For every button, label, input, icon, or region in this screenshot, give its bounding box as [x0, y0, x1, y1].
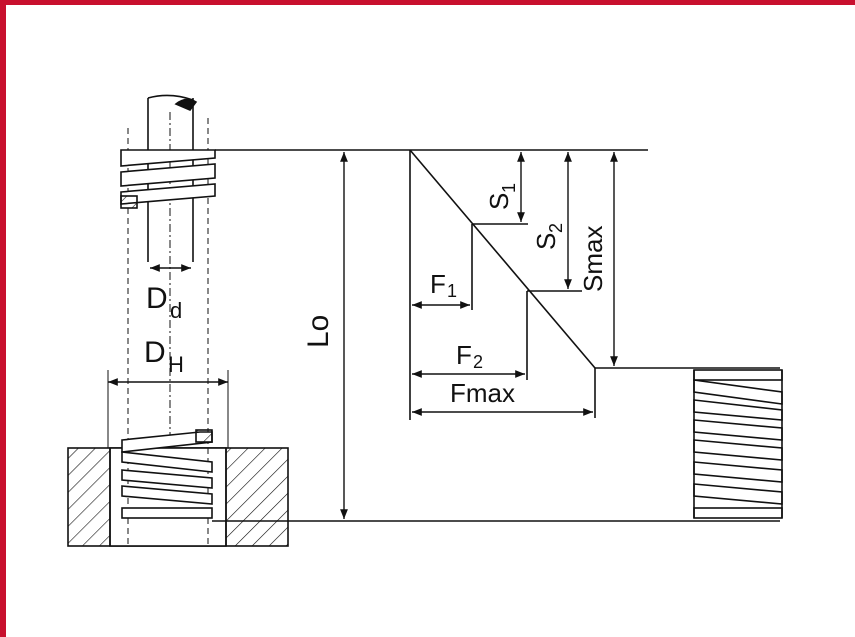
- spring-bottom-coil: [693, 507, 783, 519]
- spring-coil-6: [693, 483, 783, 505]
- lower-coil-wire-3: [121, 485, 213, 505]
- spring-coil-3: [693, 419, 783, 441]
- f1-label-main: F: [430, 269, 446, 299]
- rod-break-mark: [174, 98, 198, 111]
- spring-coil-4: [693, 439, 783, 461]
- spring-coil-5: [693, 461, 783, 483]
- s1-label-sub: 1: [499, 183, 519, 193]
- dh-dimension: [107, 370, 229, 448]
- lower-coil-wire-2: [121, 469, 213, 489]
- coil-wire-1: [120, 149, 216, 167]
- spring-coil-1: [693, 379, 783, 405]
- s1-label-main: S: [484, 193, 514, 210]
- s2-label-main: S: [531, 233, 561, 250]
- characteristic-line: [409, 149, 596, 369]
- travel-dimensions: [517, 152, 618, 366]
- dh-label-sub: H: [168, 352, 184, 377]
- dh-label-main: D: [144, 336, 166, 369]
- dd-label-sub: d: [170, 298, 182, 323]
- force-travel-diagram: [409, 149, 780, 420]
- force-dimensions: [412, 301, 593, 416]
- smax-label: Smax: [578, 226, 608, 292]
- fmax-label: Fmax: [450, 378, 515, 408]
- f2-label-sub: 2: [473, 352, 483, 372]
- lower-coil-wire-1: [121, 451, 213, 473]
- upper-coil-section: [120, 149, 216, 209]
- f2-label-main: F: [456, 340, 472, 370]
- f1-label-sub: 1: [447, 281, 457, 301]
- s2-label-sub: 2: [546, 223, 566, 233]
- frame-left-border: [0, 0, 6, 637]
- lower-coil-base-wire: [121, 507, 213, 519]
- lower-coil: [121, 429, 213, 519]
- coil-wire-section: [120, 195, 138, 209]
- lo-dimension: [212, 149, 780, 522]
- frame-top-border: [0, 0, 855, 5]
- lo-label: Lo: [302, 315, 335, 348]
- lower-coil-section: [195, 429, 213, 443]
- housing-block: [67, 447, 289, 547]
- spring-top-coil: [693, 369, 783, 381]
- compressed-spring: [693, 369, 783, 519]
- coil-wire-2: [120, 163, 216, 187]
- dd-label-main: D: [146, 282, 168, 315]
